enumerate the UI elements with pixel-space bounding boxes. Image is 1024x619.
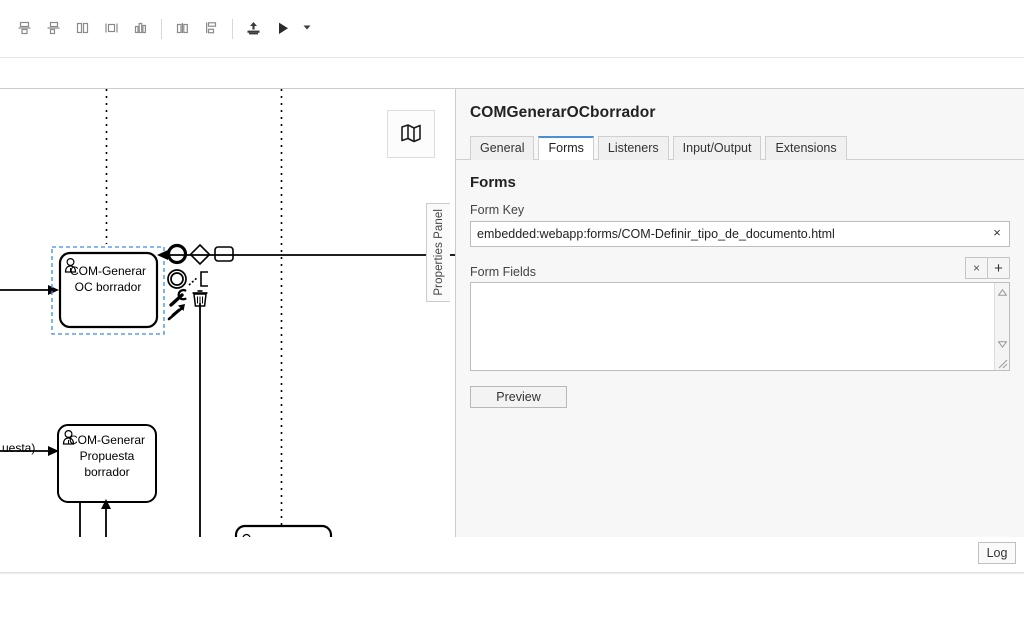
form-fields-actions: × +	[965, 257, 1010, 279]
distribute-vertical-button[interactable]	[197, 14, 226, 43]
delete-trash-icon[interactable]	[192, 290, 208, 307]
clear-form-key-icon[interactable]: ×	[993, 225, 1001, 240]
task2-label-line3: borrador	[84, 465, 129, 479]
bpmn-diagram: COM-Generar OC borrador	[0, 89, 455, 538]
run-play-icon	[273, 19, 292, 38]
dropdown-caret-icon	[301, 21, 313, 36]
minimap-toggle-button[interactable]	[387, 110, 435, 158]
edge-label-partial: uesta)	[2, 441, 35, 455]
toolbar	[0, 0, 1024, 58]
toolbar-separator-2	[232, 18, 233, 39]
task2-label-line2: Propuesta	[80, 449, 135, 463]
form-key-input[interactable]	[470, 221, 1010, 247]
tab-general-label: General	[480, 141, 525, 155]
sequence-flow-into-task1	[0, 285, 59, 295]
tab-general[interactable]: General	[470, 136, 535, 160]
task-com-generar-propuesta-borrador[interactable]: COM-Generar Propuesta borrador	[57, 424, 157, 503]
run-process-button[interactable]	[268, 14, 297, 43]
page-bottom-area	[0, 573, 1024, 619]
task1-label-line2: OC borrador	[75, 280, 142, 294]
remove-form-field-button[interactable]: ×	[965, 257, 988, 279]
tab-extensions-label: Extensions	[775, 141, 837, 155]
page-title: COMGenerarOCborrador	[470, 104, 656, 121]
distribute-vertical-icon	[202, 19, 221, 38]
forms-section: Forms Form Key × Form Fields × +	[456, 160, 1024, 408]
user-task-icon	[64, 257, 77, 273]
sequence-flow-into-task2	[0, 446, 59, 456]
preview-button[interactable]: Preview	[470, 386, 567, 408]
form-fields-label: Form Fields	[470, 265, 536, 279]
append-intermediate-event-icon[interactable]	[167, 269, 187, 289]
append-text-annotation-icon[interactable]	[188, 271, 208, 287]
bottom-divider	[0, 573, 1024, 574]
tab-forms[interactable]: Forms	[538, 136, 594, 160]
toolbar-separator-1	[161, 18, 162, 39]
context-pad[interactable]	[166, 243, 234, 321]
append-end-event-icon[interactable]	[166, 243, 188, 265]
align-right-icon	[131, 19, 150, 38]
align-left-icon	[73, 19, 92, 38]
remove-x-icon: ×	[972, 261, 980, 275]
align-top-button[interactable]	[10, 14, 39, 43]
align-right-button[interactable]	[126, 14, 155, 43]
properties-tabs: General Forms Listeners Input/Output Ext…	[470, 136, 1010, 160]
task-com-generar-oc-borrador[interactable]: COM-Generar OC borrador	[58, 251, 159, 329]
footer-bar: Log	[0, 537, 1024, 573]
align-left-button[interactable]	[68, 14, 97, 43]
tab-listeners[interactable]: Listeners	[597, 136, 669, 160]
form-fields-scrollbar[interactable]	[994, 283, 1009, 370]
tab-input-output-label: Input/Output	[682, 141, 752, 155]
deploy-button[interactable]	[239, 14, 268, 43]
run-options-dropdown[interactable]	[297, 14, 317, 43]
resize-handle-icon[interactable]	[995, 356, 1008, 369]
align-bottom-icon	[44, 19, 63, 38]
tab-input-output[interactable]: Input/Output	[672, 136, 762, 160]
task1-label-line1: COM-Generar	[70, 264, 146, 278]
form-fields-listbox[interactable]	[470, 282, 1010, 371]
tab-forms-label: Forms	[548, 141, 584, 155]
add-form-field-button[interactable]: +	[987, 257, 1010, 279]
scroll-up-arrow-icon[interactable]	[995, 285, 1010, 300]
task2-label-line1: COM-Generar	[69, 433, 145, 447]
properties-panel-toggle-label: Properties Panel	[432, 209, 445, 296]
distribute-horizontal-button[interactable]	[168, 14, 197, 43]
align-bottom-button[interactable]	[39, 14, 68, 43]
user-task-icon-2	[62, 429, 75, 445]
tab-extensions[interactable]: Extensions	[765, 136, 847, 160]
properties-panel-toggle[interactable]: Properties Panel	[426, 203, 450, 302]
distribute-horizontal-icon	[173, 19, 192, 38]
form-key-label: Form Key	[470, 203, 525, 217]
form-key-input-wrap: ×	[470, 221, 1010, 247]
align-top-icon	[15, 19, 34, 38]
form-fields-header: Form Fields × +	[470, 257, 1010, 279]
change-type-wrench-icon[interactable]	[169, 288, 187, 307]
deploy-upload-icon	[244, 19, 263, 38]
forms-section-title: Forms	[470, 174, 516, 191]
log-button[interactable]: Log	[978, 542, 1016, 564]
append-gateway-icon[interactable]	[189, 243, 211, 266]
append-task-icon[interactable]	[214, 246, 234, 262]
properties-panel: COMGenerarOCborrador General Forms Liste…	[455, 88, 1024, 537]
properties-panel-header: COMGenerarOCborrador General Forms Liste…	[456, 89, 1024, 160]
connect-arrow-icon[interactable]	[167, 304, 185, 321]
scroll-down-arrow-icon[interactable]	[995, 337, 1010, 352]
tab-listeners-label: Listeners	[607, 141, 659, 155]
flow-into-task2-bottom	[101, 499, 111, 538]
selection-outline	[51, 246, 165, 335]
diagram-canvas[interactable]: COM-Generar OC borrador	[0, 88, 456, 538]
align-center-button[interactable]	[97, 14, 126, 43]
map-icon	[400, 123, 422, 146]
flow-arrowhead-task1	[157, 250, 168, 260]
align-center-icon	[102, 19, 121, 38]
add-plus-icon: +	[994, 259, 1003, 277]
